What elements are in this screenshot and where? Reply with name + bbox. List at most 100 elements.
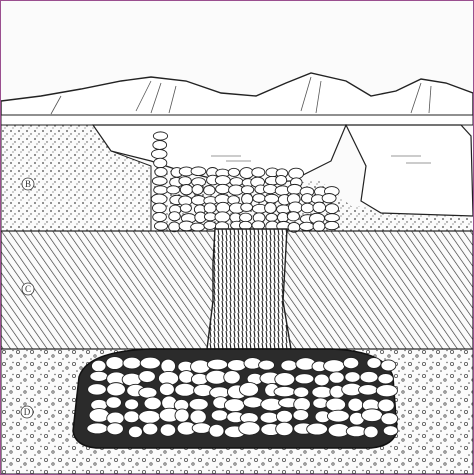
- chamber-stone: [243, 397, 263, 408]
- chamber-stone: [364, 426, 378, 438]
- wall-stone: [153, 140, 167, 149]
- chamber-stone: [274, 386, 295, 396]
- chamber-stone: [124, 411, 139, 423]
- chamber-stone: [89, 409, 109, 423]
- wall-stone: [313, 202, 326, 212]
- chamber-stone: [224, 399, 244, 412]
- wall-stone: [313, 221, 325, 231]
- wall-stone: [287, 184, 302, 194]
- wall-stone: [204, 185, 215, 194]
- chamber-stone: [125, 399, 139, 410]
- chamber-stone: [376, 385, 397, 397]
- wall-stone: [191, 223, 205, 231]
- wall-stone: [180, 185, 192, 195]
- chamber-stone: [91, 360, 106, 372]
- wall-stone: [253, 194, 266, 203]
- wall-stone: [301, 203, 313, 213]
- chamber-stone: [106, 357, 124, 370]
- wall-stone: [299, 222, 313, 230]
- chamber-stone: [175, 383, 195, 396]
- wall-stone: [151, 149, 167, 158]
- wall-stone: [155, 168, 167, 177]
- chamber-stone: [294, 387, 309, 397]
- chamber-stone: [191, 373, 208, 385]
- wall-stone: [252, 168, 265, 177]
- chamber-stone: [160, 424, 175, 437]
- chamber-stone: [276, 410, 292, 422]
- chamber-stone: [312, 386, 332, 398]
- label-gravel-layer: D: [24, 407, 31, 417]
- chamber-stone: [139, 410, 161, 423]
- chamber-stone: [346, 426, 366, 437]
- adjacent-basin: [346, 125, 473, 216]
- well-shaft-texture: [207, 229, 291, 349]
- wall-stone: [265, 203, 277, 214]
- chamber-stone: [211, 410, 228, 421]
- wall-stone: [192, 185, 203, 195]
- chamber-stone: [209, 424, 224, 437]
- wall-stone: [154, 186, 168, 194]
- wall-stone: [180, 204, 191, 212]
- label-upper-fill: B: [25, 179, 31, 189]
- wall-stone: [265, 194, 279, 203]
- chamber-stone: [345, 372, 360, 383]
- wall-stone: [169, 222, 180, 232]
- chamber-stone: [190, 410, 206, 424]
- wall-stone: [179, 177, 191, 186]
- chamber-stone: [326, 398, 346, 411]
- wall-stone: [204, 221, 216, 229]
- chamber-stone: [123, 357, 141, 369]
- chamber-stone: [207, 359, 227, 370]
- chamber-stone: [293, 410, 309, 421]
- chamber-stone: [224, 371, 241, 384]
- chamber-stone: [128, 426, 142, 438]
- wall-stone: [322, 193, 336, 202]
- wall-stone: [167, 186, 180, 194]
- wall-stone: [228, 168, 239, 176]
- chamber-stone: [343, 357, 358, 368]
- wall-stone: [215, 176, 230, 185]
- chamber-stone: [88, 384, 107, 395]
- wall-stone: [154, 222, 167, 230]
- chamber-stone: [383, 426, 398, 436]
- chamber-stone: [227, 360, 246, 371]
- wall-stone: [151, 194, 167, 204]
- wall-stone: [241, 186, 253, 194]
- chamber-stone: [259, 360, 275, 370]
- chamber-stone: [276, 422, 293, 436]
- wall-stone: [204, 203, 216, 213]
- wall-stone: [216, 184, 230, 193]
- chamber-stone: [239, 382, 258, 396]
- chamber-stone: [191, 360, 211, 373]
- chamber-stone: [140, 357, 160, 369]
- chamber-stone: [107, 383, 126, 396]
- wall-stone: [169, 212, 181, 221]
- chamber-stone: [90, 371, 108, 381]
- chamber-stone: [360, 371, 378, 382]
- wall-stone: [325, 204, 338, 214]
- chamber-stone: [381, 413, 398, 425]
- chamber-stone: [348, 398, 363, 411]
- wall-stone: [241, 203, 253, 211]
- chamber-stone: [189, 398, 208, 410]
- wall-stone: [266, 213, 277, 221]
- chamber-stone: [367, 358, 381, 369]
- wall-stone: [191, 167, 206, 176]
- wall-stone: [152, 177, 167, 185]
- chamber-stone: [314, 374, 329, 386]
- chamber-stone: [260, 412, 278, 423]
- chamber-stone: [307, 423, 328, 435]
- chamber-stone: [192, 423, 211, 434]
- chamber-stone: [327, 410, 349, 422]
- wall-stone: [215, 212, 230, 222]
- chamber-stone: [107, 423, 124, 435]
- wall-stone: [287, 212, 299, 221]
- wall-stone: [264, 184, 277, 193]
- ground-surface: [1, 115, 473, 125]
- wall-stone: [153, 212, 167, 221]
- chamber-stone: [159, 383, 174, 396]
- chamber-stone: [139, 371, 156, 383]
- chamber-stone: [87, 423, 108, 434]
